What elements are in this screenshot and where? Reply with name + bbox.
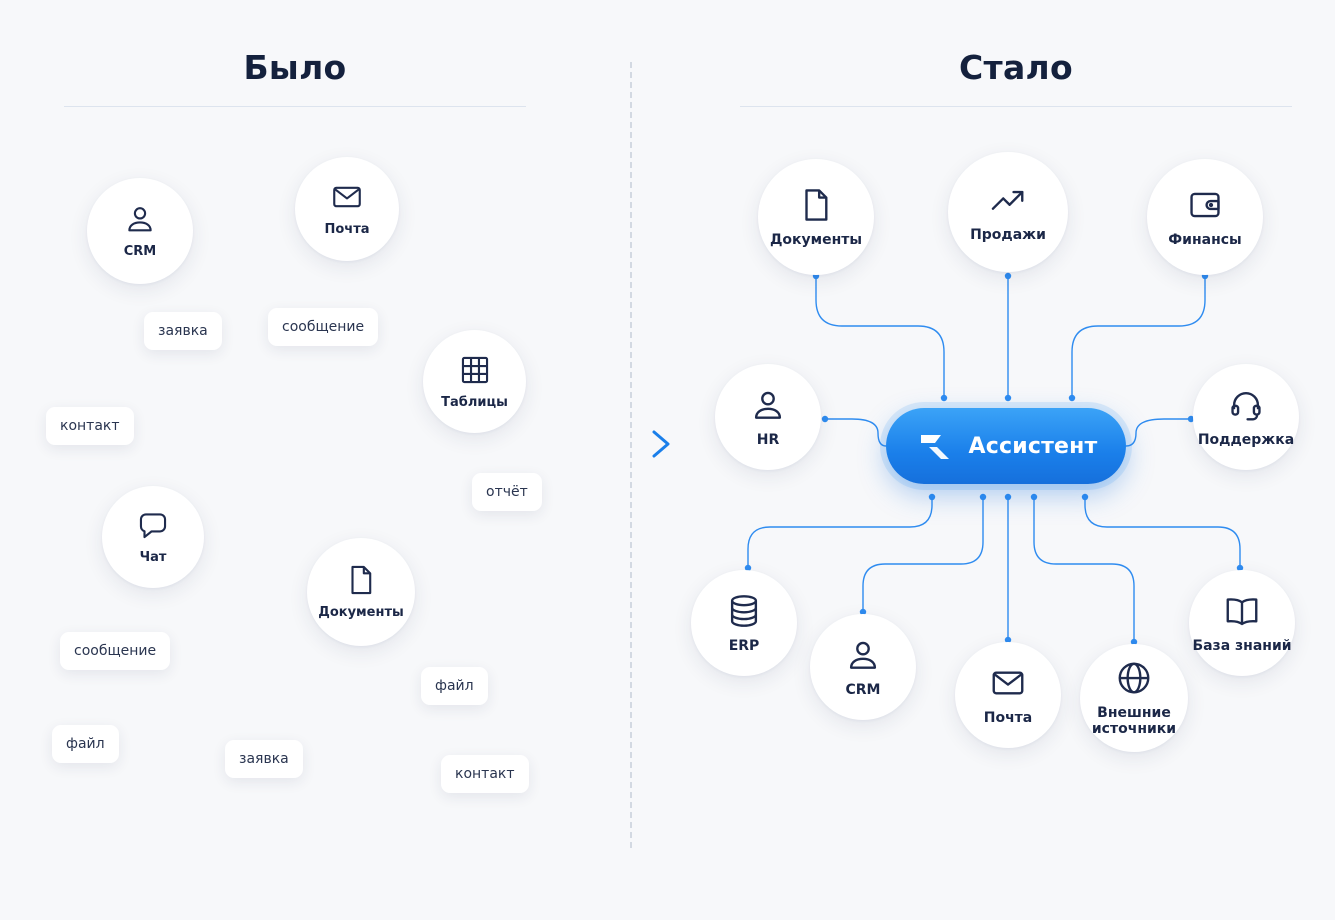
headset-icon — [1231, 392, 1261, 421]
before-node-crm-label: CRM — [123, 244, 157, 259]
before-node-mail-label: Почта — [324, 222, 370, 237]
user-icon — [849, 641, 877, 669]
before-node-documents-label: Документы — [318, 605, 404, 620]
assistant-hub: Ассистент — [886, 408, 1126, 484]
trending-up-icon — [991, 190, 1024, 210]
open-book-icon — [1226, 598, 1258, 626]
assistant-hub-label: Ассистент — [968, 433, 1098, 459]
after-node-finance: Финансы — [1147, 159, 1263, 275]
table-grid-icon — [461, 356, 488, 383]
after-node-mail-label: Почта — [983, 710, 1033, 726]
document-icon — [351, 565, 372, 595]
connector-documents — [815, 276, 945, 398]
arrow-right-icon — [588, 430, 670, 458]
before-node-tables: Таблицы — [423, 330, 526, 433]
document-icon — [805, 189, 828, 221]
after-node-finance-label: Финансы — [1168, 232, 1242, 248]
after-node-support-label: Поддержка — [1197, 432, 1295, 448]
after-node-crm: CRM — [810, 614, 916, 720]
chip-file: файл — [52, 725, 119, 763]
after-node-external-sources-label: Внешние источники — [1091, 705, 1177, 737]
mail-icon — [992, 671, 1024, 695]
after-node-support: Поддержка — [1193, 364, 1299, 470]
mail-icon — [333, 186, 361, 208]
before-node-crm: CRM — [87, 178, 193, 284]
after-node-sales-label: Продажи — [970, 227, 1046, 243]
chip-request: заявка — [225, 740, 303, 778]
after-title-underline — [740, 106, 1292, 107]
after-node-hr: HR — [715, 364, 821, 470]
connector-finance — [1071, 276, 1206, 398]
chip-file: файл — [421, 667, 488, 705]
after-node-external-sources: Внешние источники — [1080, 644, 1188, 752]
chip-message: сообщение — [268, 308, 379, 346]
connector-hr — [825, 418, 887, 447]
before-node-chat: Чат — [102, 486, 204, 588]
before-node-documents: Документы — [307, 538, 415, 646]
chat-bubble-icon — [139, 513, 167, 539]
connector-erp — [747, 497, 933, 568]
chip-contact: контакт — [441, 755, 529, 793]
user-icon — [128, 207, 152, 232]
chip-request: заявка — [144, 312, 222, 350]
section-divider — [630, 62, 632, 848]
chip-message: сообщение — [60, 632, 171, 670]
after-node-hr-label: HR — [756, 432, 780, 448]
after-node-erp-label: ERP — [728, 638, 760, 654]
globe-icon — [1118, 662, 1150, 694]
assistant-logo-icon — [920, 435, 949, 459]
after-node-crm-label: CRM — [845, 682, 881, 698]
after-node-erp: ERP — [691, 570, 797, 676]
connector-external — [1033, 497, 1135, 642]
before-node-mail: Почта — [295, 157, 399, 261]
chip-report: отчёт — [472, 473, 542, 511]
before-node-tables-label: Таблицы — [441, 394, 508, 410]
after-node-documents: Документы — [758, 159, 874, 275]
connector-crm — [862, 497, 984, 612]
after-node-sales: Продажи — [948, 152, 1068, 272]
after-node-knowledge-base-label: База знаний — [1192, 638, 1292, 654]
connector-knowledge — [1084, 497, 1241, 568]
user-icon — [754, 391, 782, 419]
after-title: Стало — [959, 48, 1073, 87]
before-node-chat-label: Чат — [139, 550, 167, 565]
before-title: Было — [243, 48, 347, 87]
database-icon — [730, 595, 758, 627]
chip-contact: контакт — [46, 407, 134, 445]
after-node-knowledge-base: База знаний — [1189, 570, 1295, 676]
connector-support — [1125, 418, 1191, 447]
after-node-documents-label: Документы — [769, 232, 863, 248]
wallet-icon — [1190, 192, 1220, 218]
after-node-mail: Почта — [955, 642, 1061, 748]
before-title-underline — [64, 106, 526, 107]
